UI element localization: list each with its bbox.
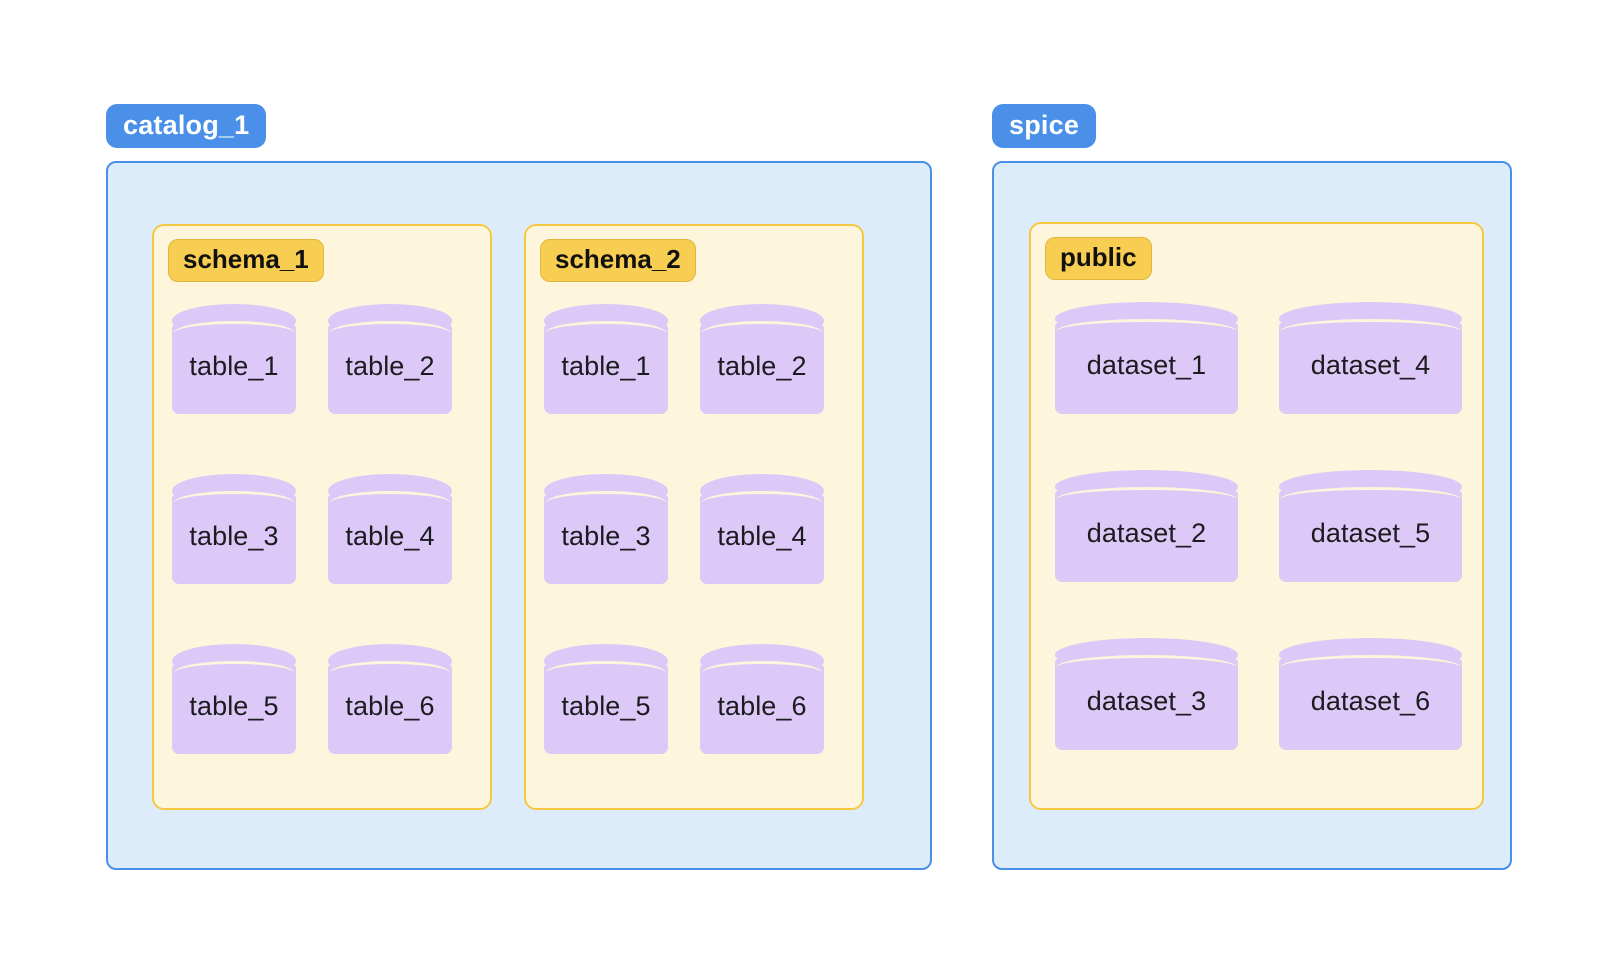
cylinder-body-icon xyxy=(544,325,668,414)
table-label: table_2 xyxy=(345,350,435,381)
object-grid-schema_1: table_1 table_2 table_3 xyxy=(172,304,476,794)
cylinder-body-icon xyxy=(1055,323,1238,414)
table-label: table_1 xyxy=(189,350,279,381)
catalog-badge-spice[interactable]: spice xyxy=(992,104,1097,149)
object-grid-public: dataset_1 dataset_4 dataset_2 xyxy=(1055,302,1465,794)
dataset-label: dataset_4 xyxy=(1310,349,1431,380)
table-label: table_6 xyxy=(345,690,435,721)
table-cylinder[interactable]: table_3 xyxy=(172,474,296,584)
dataset-label: dataset_1 xyxy=(1086,349,1207,380)
table-label: table_2 xyxy=(717,350,807,381)
cylinder-body-icon xyxy=(1279,323,1462,414)
table-cylinder[interactable]: table_1 xyxy=(172,304,296,414)
table-label: table_4 xyxy=(345,520,435,551)
dataset-cylinder[interactable]: dataset_5 xyxy=(1279,470,1462,582)
table-cylinder[interactable]: table_5 xyxy=(544,644,668,754)
table-label: table_6 xyxy=(717,690,807,721)
cylinder-body-icon xyxy=(172,665,296,754)
cylinder-body-icon xyxy=(328,325,452,414)
dataset-cylinder[interactable]: dataset_3 xyxy=(1055,638,1238,750)
table-cylinder[interactable]: table_2 xyxy=(328,304,452,414)
dataset-cylinder[interactable]: dataset_2 xyxy=(1055,470,1238,582)
table-cylinder[interactable]: table_1 xyxy=(544,304,668,414)
schema-panel-schema_2: schema_2 table_1 table_2 xyxy=(524,224,864,810)
cylinder-body-icon xyxy=(172,495,296,584)
table-label: table_5 xyxy=(561,690,651,721)
schema-badge-schema_2[interactable]: schema_2 xyxy=(540,239,696,283)
dataset-label: dataset_2 xyxy=(1086,517,1207,548)
table-label: table_5 xyxy=(189,690,279,721)
dataset-cylinder[interactable]: dataset_1 xyxy=(1055,302,1238,414)
cylinder-body-icon xyxy=(328,495,452,584)
dataset-label: dataset_5 xyxy=(1310,517,1431,548)
cylinder-body-icon xyxy=(1279,659,1462,750)
table-cylinder[interactable]: table_3 xyxy=(544,474,668,584)
dataset-cylinder[interactable]: dataset_6 xyxy=(1279,638,1462,750)
catalog-group-spice: spice public dataset_1 data xyxy=(992,104,1512,870)
schema-badge-schema_1[interactable]: schema_1 xyxy=(168,239,324,283)
table-cylinder[interactable]: table_4 xyxy=(700,474,824,584)
cylinder-body-icon xyxy=(544,665,668,754)
table-label: table_3 xyxy=(189,520,279,551)
catalog-box-spice: public dataset_1 dataset_4 xyxy=(992,161,1512,870)
schema-badge-public[interactable]: public xyxy=(1045,237,1152,281)
cylinder-body-icon xyxy=(1055,491,1238,582)
cylinder-body-icon xyxy=(172,325,296,414)
schema-panel-schema_1: schema_1 table_1 table_2 xyxy=(152,224,492,810)
table-label: table_3 xyxy=(561,520,651,551)
cylinder-body-icon xyxy=(328,665,452,754)
catalog-badge-catalog_1[interactable]: catalog_1 xyxy=(106,104,267,149)
table-cylinder[interactable]: table_6 xyxy=(700,644,824,754)
cylinder-body-icon xyxy=(700,325,824,414)
object-grid-schema_2: table_1 table_2 table_3 xyxy=(544,304,848,794)
cylinder-body-icon xyxy=(544,495,668,584)
cylinder-body-icon xyxy=(1279,491,1462,582)
table-label: table_1 xyxy=(561,350,651,381)
dataset-label: dataset_6 xyxy=(1310,685,1431,716)
cylinder-body-icon xyxy=(700,665,824,754)
table-cylinder[interactable]: table_4 xyxy=(328,474,452,584)
dataset-cylinder[interactable]: dataset_4 xyxy=(1279,302,1462,414)
table-label: table_4 xyxy=(717,520,807,551)
table-cylinder[interactable]: table_2 xyxy=(700,304,824,414)
table-cylinder[interactable]: table_6 xyxy=(328,644,452,754)
catalog-box-catalog_1: schema_1 table_1 table_2 xyxy=(106,161,932,870)
dataset-label: dataset_3 xyxy=(1086,685,1207,716)
cylinder-body-icon xyxy=(700,495,824,584)
schema-panel-public: public dataset_1 dataset_4 xyxy=(1029,222,1484,810)
table-cylinder[interactable]: table_5 xyxy=(172,644,296,754)
cylinder-body-icon xyxy=(1055,659,1238,750)
catalog-group-catalog_1: catalog_1 schema_1 table_1 xyxy=(106,104,932,870)
